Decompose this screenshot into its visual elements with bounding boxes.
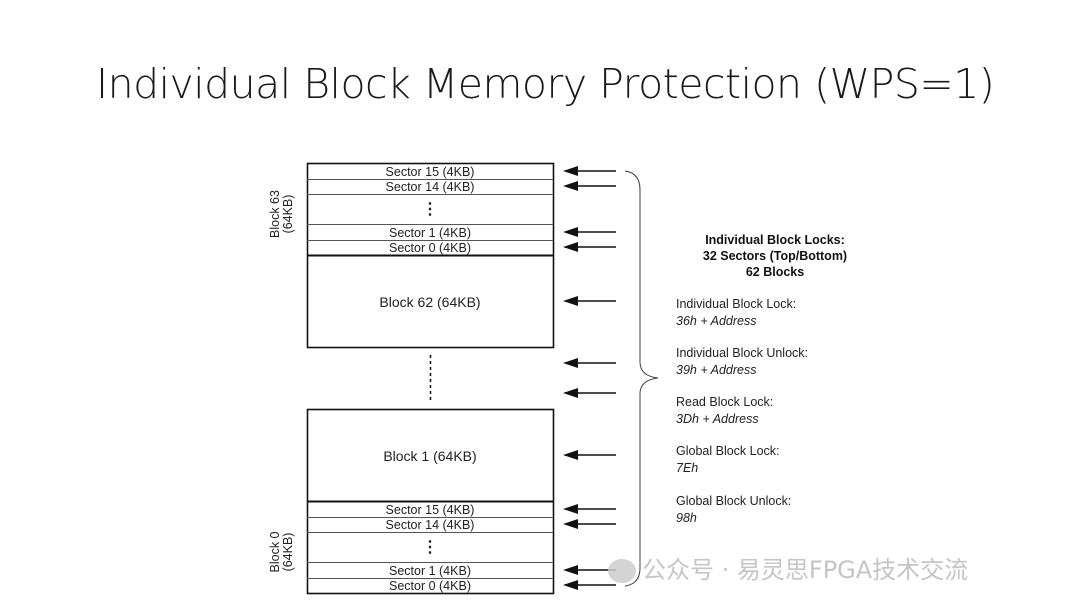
arrow-head-icon <box>563 580 578 590</box>
ellipsis: ⋮ <box>422 201 438 218</box>
arrow-head-icon <box>563 504 578 514</box>
arrows <box>563 166 616 590</box>
command-item: Global Block Lock:7Eh <box>676 444 780 475</box>
block-62: Block 62 (64KB) <box>379 293 481 310</box>
command-item: Global Block Unlock:98h <box>676 494 792 525</box>
arrow-head-icon <box>563 166 578 176</box>
arrow-head-icon <box>563 296 578 306</box>
legend-header-line: 32 Sectors (Top/Bottom) <box>702 249 848 263</box>
arrow-head-icon <box>563 358 578 368</box>
brace <box>624 170 659 587</box>
sector-0-b0: Sector 0 (4KB) <box>389 579 471 593</box>
block63-label: Block 63(64KB) <box>268 190 295 238</box>
sector-14-b0: Sector 14 (4KB) <box>385 518 475 532</box>
command-item: Individual Block Unlock:39h + Address <box>676 346 809 377</box>
arrow-head-icon <box>563 242 578 252</box>
arrow-head-icon <box>563 181 578 191</box>
arrow-head-icon <box>563 519 578 529</box>
sector-15-b0: Sector 15 (4KB) <box>385 503 475 517</box>
command-item: Read Block Lock:3Dh + Address <box>676 395 774 426</box>
block0-label: Block 0(64KB) <box>268 531 295 573</box>
legend-header-line: Individual Block Locks: <box>705 233 845 247</box>
command-item: Individual Block Lock:36h + Address <box>676 297 797 328</box>
arrow-head-icon <box>563 450 578 460</box>
arrow-head-icon <box>563 227 578 237</box>
sector-0-b63: Sector 0 (4KB) <box>389 241 471 255</box>
slide-title: Individual Block Memory Protection (WPS=… <box>96 60 995 108</box>
arrow-head-icon <box>563 565 578 575</box>
wechat-icon <box>608 559 636 583</box>
sector-1-b63: Sector 1 (4KB) <box>389 226 471 240</box>
legend-header-line: 62 Blocks <box>745 265 805 279</box>
sector-15-b63: Sector 15 (4KB) <box>385 165 475 179</box>
arrow-head-icon <box>563 388 578 398</box>
block-1: Block 1 (64KB) <box>383 447 477 464</box>
sector-1-b0: Sector 1 (4KB) <box>389 564 471 578</box>
sector-14-b63: Sector 14 (4KB) <box>385 180 475 194</box>
watermark: 公众号 · 易灵思FPGA技术交流 <box>608 550 968 585</box>
ellipsis: ⋮ <box>422 539 438 556</box>
legend-header: Individual Block Locks: 32 Sectors (Top/… <box>680 232 870 280</box>
